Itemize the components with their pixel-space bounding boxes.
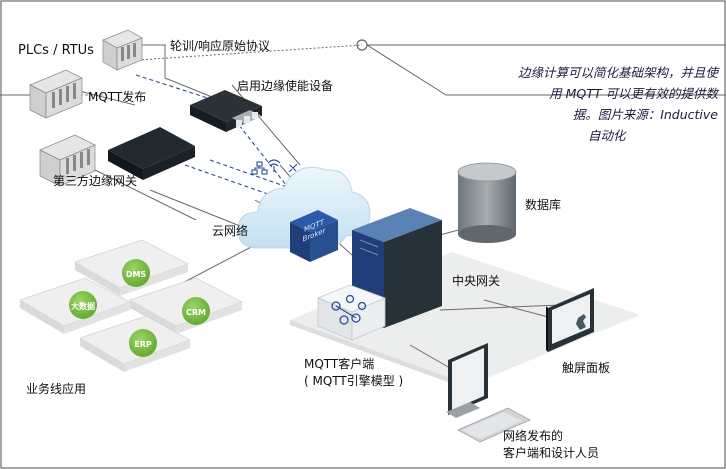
plc-rack-left bbox=[29, 69, 83, 119]
plc-rack-lower bbox=[39, 134, 96, 187]
protocol-label: 轮训/响应原始协议 bbox=[170, 39, 271, 53]
caption-line-3: 据。图片来源：Inductive bbox=[572, 107, 718, 122]
third-party-gateway-label: 第三方边缘网关 bbox=[53, 174, 138, 188]
network-icons bbox=[251, 159, 298, 175]
big-data-circle bbox=[69, 291, 97, 319]
mqtt-dashed-lines bbox=[135, 74, 291, 201]
web-publish-line1: 网络发布的 bbox=[503, 429, 564, 443]
edge-enabled-device bbox=[190, 90, 262, 132]
mqtt-broker-box bbox=[290, 210, 338, 262]
dms-circle bbox=[122, 259, 150, 287]
central-gateway-label: 中央网关 bbox=[452, 274, 501, 288]
mqtt-publish-label: MQTT发布 bbox=[88, 90, 147, 104]
app-circles bbox=[69, 259, 210, 357]
cloud-network-label: 云网络 bbox=[212, 224, 249, 238]
edge-device-label: 启用边缘使能设备 bbox=[237, 79, 334, 93]
web-publish-label: 网络发布的 客户端和设计人员 bbox=[503, 428, 599, 462]
mqtt-client-line1: MQTT客户端 bbox=[304, 357, 375, 371]
mqtt-engine-icon bbox=[331, 294, 367, 325]
web-publish-line2: 客户端和设计人员 bbox=[503, 446, 600, 460]
caption-line-4: 自动化 bbox=[588, 128, 626, 143]
database-cylinder bbox=[457, 162, 517, 243]
third-party-gateway bbox=[108, 127, 195, 180]
touch-panel-label: 触屏面板 bbox=[562, 361, 611, 375]
mqtt-client-module bbox=[316, 284, 387, 341]
hand-pointer-icon bbox=[576, 314, 586, 330]
desktop-workstation bbox=[446, 343, 531, 443]
crm-circle bbox=[182, 297, 210, 325]
crm-label: CRM bbox=[186, 308, 206, 317]
caption-line-2: 用 MQTT 可以更有效的提供数 bbox=[549, 86, 718, 101]
figure-caption: 边缘计算可以简化基础架构，并且使 用 MQTT 可以更有效的提供数 据。图片来源… bbox=[468, 62, 718, 146]
big-data-label: 大数据 bbox=[71, 302, 95, 311]
mqtt-client-label: MQTT客户端 ( MQTT引擎模型 ) bbox=[304, 356, 403, 390]
erp-circle bbox=[129, 329, 157, 357]
touch-panel-monitor bbox=[546, 288, 594, 352]
network-share-icon bbox=[251, 161, 268, 175]
satellite-icon bbox=[288, 163, 298, 173]
wifi-icon bbox=[267, 159, 281, 172]
dms-label: DMS bbox=[125, 270, 147, 279]
erp-label: ERP bbox=[134, 340, 152, 349]
caption-line-1: 边缘计算可以简化基础架构，并且使 bbox=[517, 65, 718, 80]
database-label: 数据库 bbox=[525, 198, 562, 212]
business-apps-label: 业务线应用 bbox=[26, 382, 87, 396]
plc-rack-top bbox=[102, 29, 143, 71]
plcs-rtus-label: PLCs / RTUs bbox=[18, 43, 94, 58]
mqtt-client-line2: ( MQTT引擎模型 ) bbox=[304, 374, 404, 388]
